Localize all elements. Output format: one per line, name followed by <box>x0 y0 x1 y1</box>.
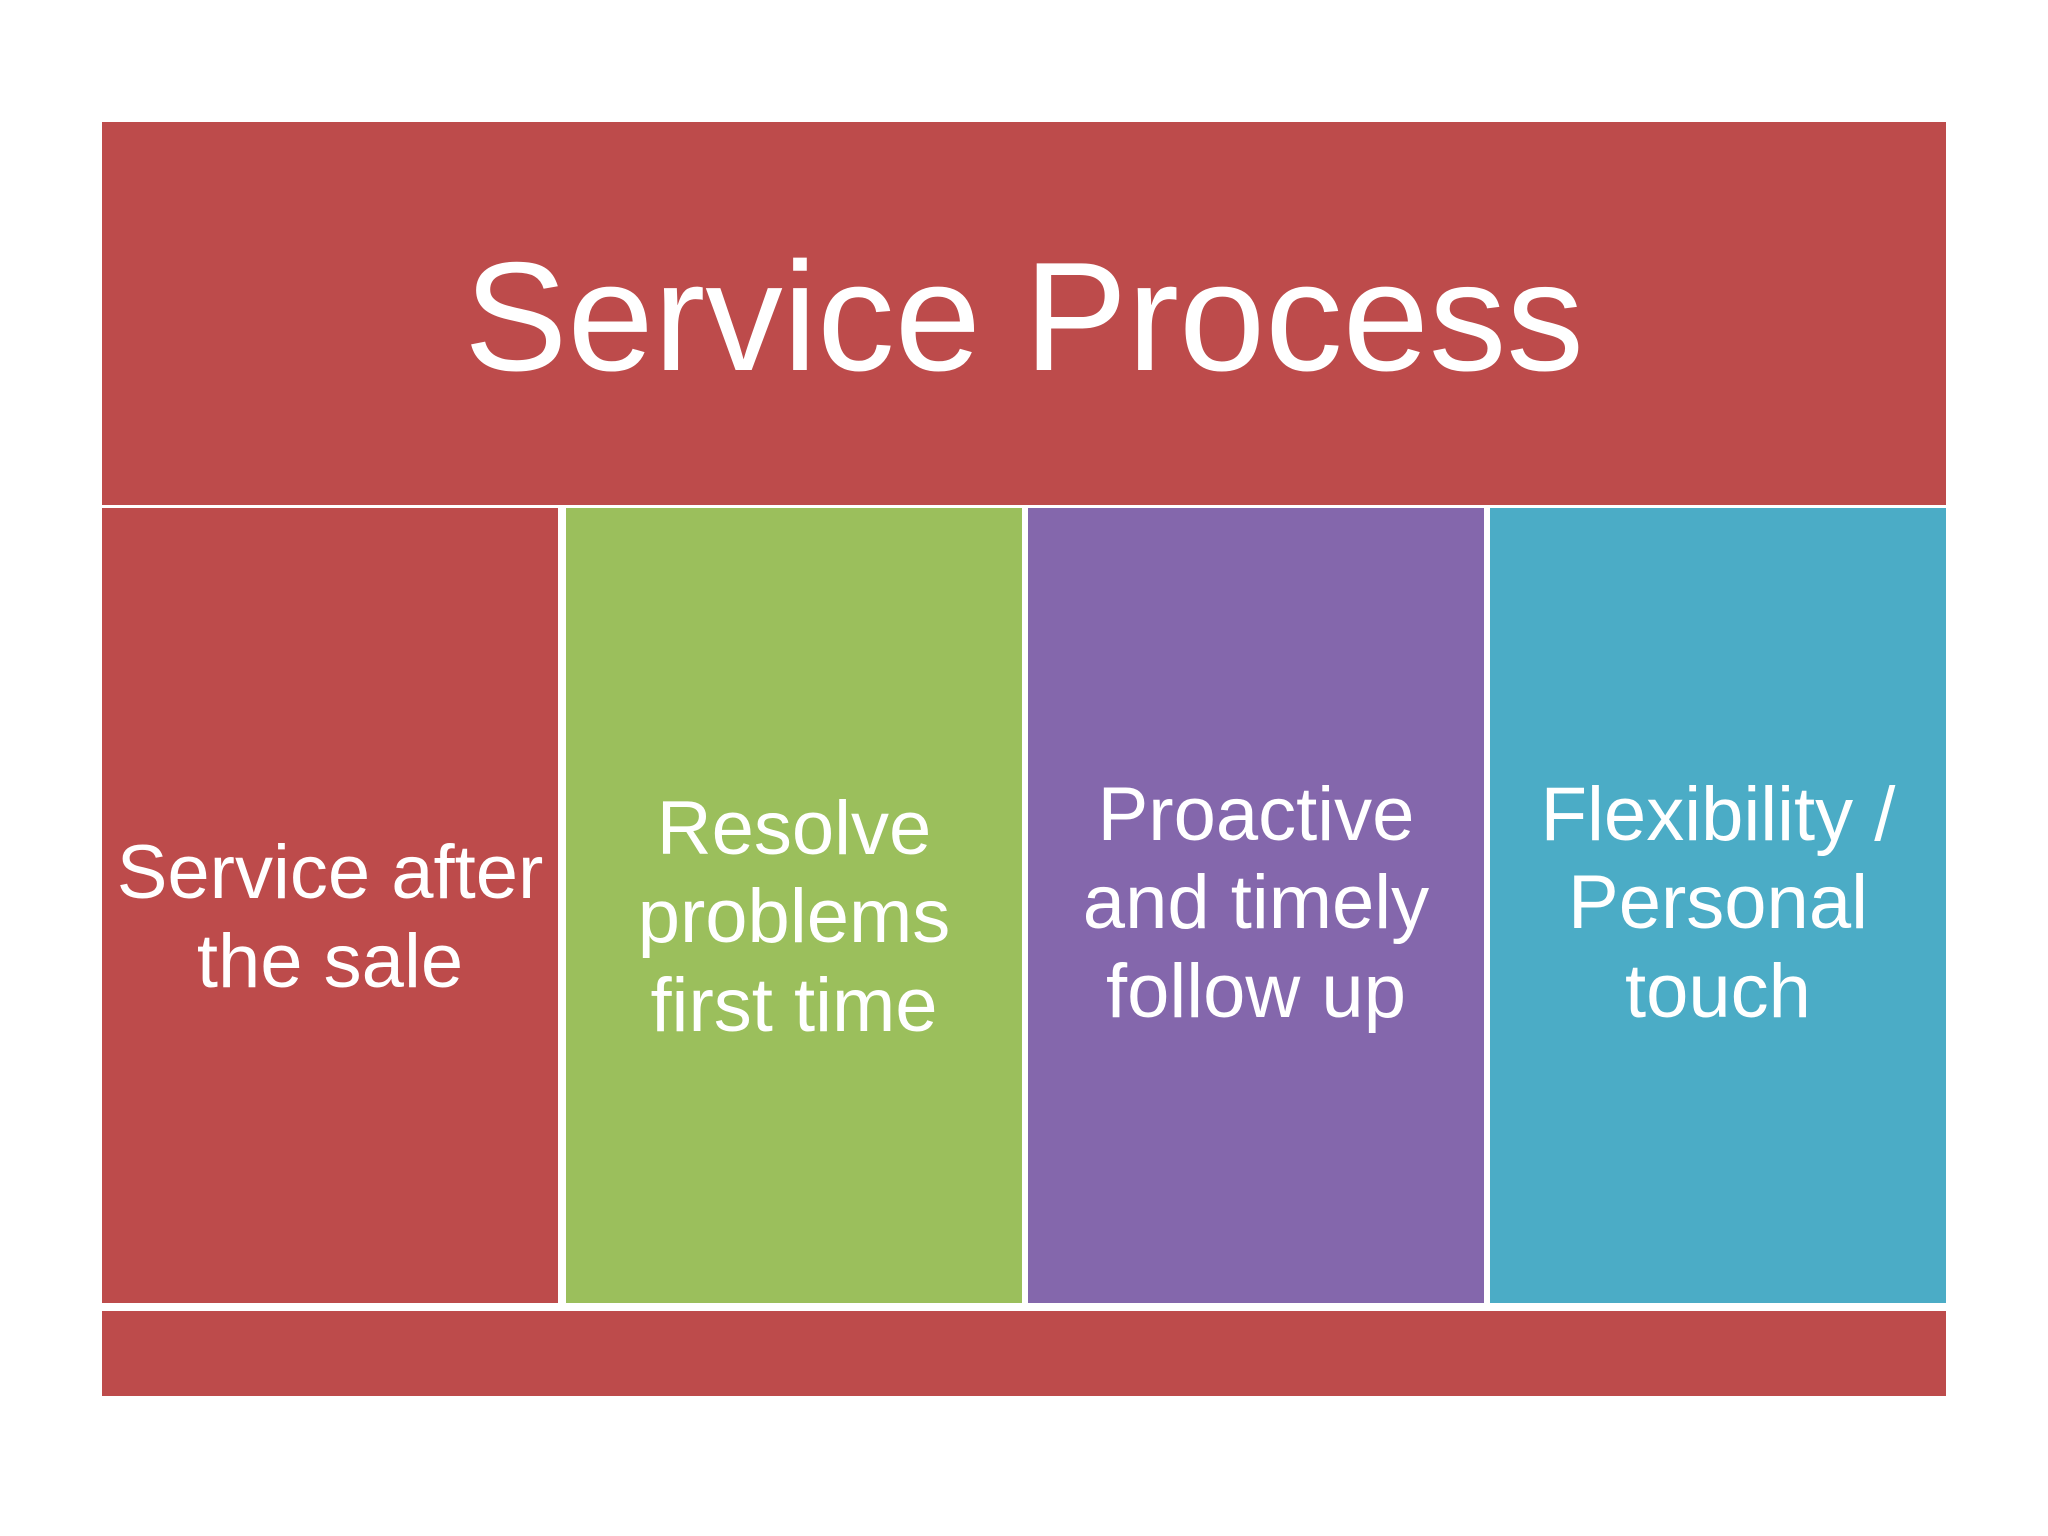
process-column-proactive-and-timely-follow-up[interactable]: Proactive and timely follow up <box>1028 508 1484 1303</box>
process-column-label: Proactive and timely follow up <box>1082 772 1430 1034</box>
title-band: Service Process <box>102 122 1946 505</box>
process-column-resolve-problems-first-time[interactable]: Resolve problems first time <box>566 508 1022 1303</box>
process-column-label: Resolve problems first time <box>637 786 951 1048</box>
process-column-label: Flexibility / Personal touch <box>1540 772 1896 1034</box>
page-title: Service Process <box>464 230 1584 403</box>
process-columns: Service after the sale Resolve problems … <box>102 508 1946 1303</box>
process-column-flexibility-personal-touch[interactable]: Flexibility / Personal touch <box>1490 508 1946 1303</box>
process-column-service-after-the-sale[interactable]: Service after the sale <box>102 508 558 1303</box>
process-column-label: Service after the sale <box>116 830 544 1004</box>
bottom-accent-band <box>102 1311 1946 1396</box>
